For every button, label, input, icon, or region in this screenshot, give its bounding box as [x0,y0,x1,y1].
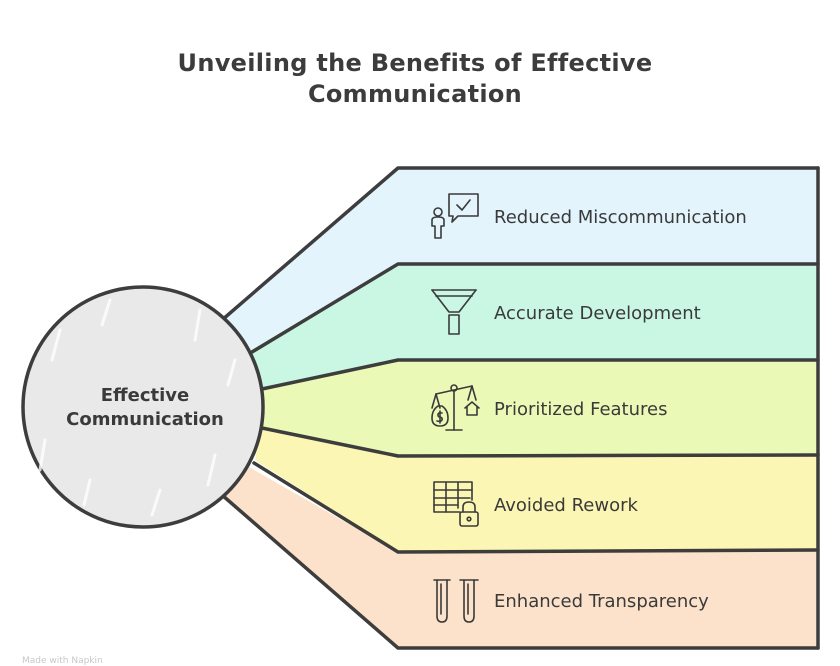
person-chat-icon [431,193,479,239]
benefit-label-accurate-development: Accurate Development [494,303,701,324]
test-tubes-icon [433,579,479,623]
diagram-title: Unveiling the Benefits of Effective Comm… [0,48,830,110]
center-label-line-1: Effective [100,385,190,406]
locked-spreadsheet-icon [433,481,479,527]
title-line-1: Unveiling the Benefits of Effective [177,49,653,77]
center-circle [21,285,265,529]
funnel-icon [431,289,477,335]
balance-scale-icon [431,384,480,431]
benefit-label-enhanced-transparency: Enhanced Transparency [494,591,709,612]
benefit-label-prioritized-features: Prioritized Features [494,399,668,420]
center-label-line-2: Communication [66,409,224,430]
center-label: Effective Communication [40,384,250,432]
title-line-2: Communication [307,80,523,108]
band-separator-4 [252,461,820,554]
circle-hatch [38,298,237,517]
benefit-label-reduced-miscommunication: Reduced Miscommunication [494,207,747,228]
benefit-label-avoided-rework: Avoided Rework [494,495,638,516]
footer-credit: Made with Napkin [22,656,103,666]
band-separator-3 [260,426,820,458]
band-top-edge [220,166,820,322]
band-separator-2 [260,358,820,391]
band-prioritized-features [262,360,818,456]
band-separator-1 [250,262,820,354]
band-reduced-miscommunication [222,168,818,350]
band-bottom-edge [220,493,820,650]
